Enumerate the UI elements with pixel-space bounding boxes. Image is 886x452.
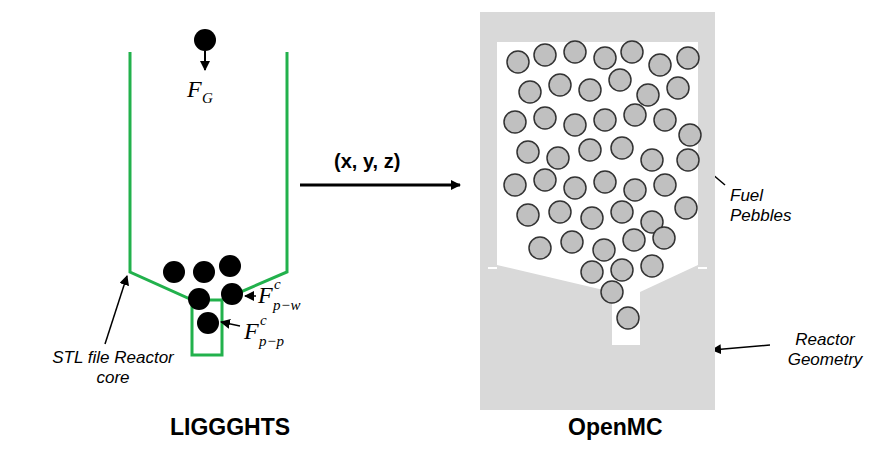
- fuel-pebble: [549, 74, 571, 96]
- fuel-pebble: [624, 104, 646, 126]
- fuel-pebble: [593, 239, 615, 261]
- force-symbol: F: [258, 282, 273, 309]
- fuel-pebble: [611, 259, 633, 281]
- fuel-pebble: [517, 141, 539, 163]
- fuel-pebble: [579, 79, 601, 101]
- force-symbol: F: [244, 318, 259, 345]
- fuel-pebble: [621, 41, 643, 63]
- fuel-pebble: [594, 47, 616, 69]
- core-cavity: [497, 42, 698, 345]
- fuel-pebble: [624, 179, 646, 201]
- fuel-pebble: [564, 114, 586, 136]
- fuel-pebble: [579, 139, 601, 161]
- fuel-pebble: [641, 255, 663, 277]
- fuel-pebble: [594, 109, 616, 131]
- fuel-pebble: [654, 109, 676, 131]
- fuel-pebble: [564, 177, 586, 199]
- callout-label: Reactor Geometry: [775, 330, 875, 370]
- force-superscript: c: [260, 312, 267, 329]
- fuel-pebble: [504, 111, 526, 133]
- fuel-pebble: [534, 44, 556, 66]
- fuel-pebble: [561, 231, 583, 253]
- fuel-pebble: [534, 107, 556, 129]
- fuel-pebble: [507, 51, 529, 73]
- fuel-pebble: [667, 77, 689, 99]
- falling-pebble: [194, 29, 216, 70]
- fuel-pebble: [653, 227, 675, 249]
- fuel-pebble: [649, 54, 671, 76]
- fuel-pebble: [679, 124, 701, 146]
- fuel-pebble: [581, 207, 603, 229]
- fuel-pebble: [517, 204, 539, 226]
- coordinate-label: (x, y, z): [334, 150, 400, 173]
- fuel-pebbles: [504, 41, 701, 329]
- fuel-pebble: [534, 169, 556, 191]
- tool-name: LIGGGHTS: [170, 414, 290, 441]
- fuel-pebble: [609, 69, 631, 91]
- fuel-pebble: [637, 84, 659, 106]
- fuel-pebble: [519, 81, 541, 103]
- fuel-pebble: [677, 47, 699, 69]
- fuel-pebble: [549, 201, 571, 223]
- fuel-pebble: [547, 147, 569, 169]
- fuel-pebble: [675, 197, 697, 219]
- fuel-pebble: [611, 137, 633, 159]
- force-subscript: p−w: [273, 297, 301, 314]
- callout-label: STL file Reactor core: [48, 348, 178, 388]
- fuel-pebble: [611, 201, 633, 223]
- reactor-vessel-outline: [130, 52, 287, 355]
- fuel-pebble: [641, 149, 663, 171]
- transfer-arrow: [300, 184, 460, 187]
- force-subscript: G: [202, 90, 213, 107]
- fuel-pebble: [504, 174, 526, 196]
- fuel-pebble: [623, 229, 645, 251]
- fuel-pebble: [677, 149, 699, 171]
- fuel-pebble: [564, 41, 586, 63]
- fuel-pebble: [594, 171, 616, 193]
- fuel-pebble: [617, 307, 639, 329]
- force-symbol: F: [187, 76, 202, 103]
- fuel-pebble: [529, 237, 551, 259]
- callout-label: Fuel Pebbles: [730, 186, 802, 226]
- tool-name: OpenMC: [568, 414, 663, 441]
- fuel-pebble: [601, 281, 623, 303]
- fuel-pebble: [654, 174, 676, 196]
- force-superscript: c: [274, 276, 281, 293]
- force-subscript: p−p: [259, 333, 284, 350]
- fuel-pebble: [581, 261, 603, 283]
- reactor-geometry: [480, 12, 715, 410]
- settled-pebbles: [163, 255, 243, 334]
